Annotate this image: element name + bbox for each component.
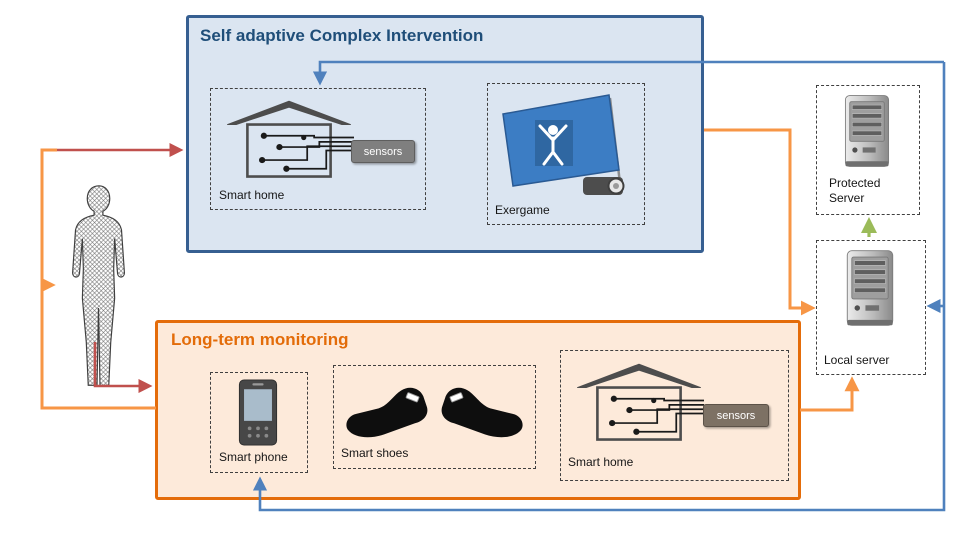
- smart-phone-label: Smart phone: [219, 450, 288, 464]
- monitoring-title: Long-term monitoring: [171, 330, 349, 349]
- smart-shoes-label: Smart shoes: [341, 446, 409, 460]
- exergame-icon: [497, 92, 637, 198]
- arrow-intervention-to-local-server: [704, 128, 816, 316]
- smart-shoes-icon: [341, 372, 528, 454]
- sensors-chip-monitoring-label: sensors: [716, 409, 756, 422]
- local-server-icon: [840, 248, 900, 328]
- protected-server-icon: [838, 93, 896, 169]
- arrow-monitoring-to-local-server: [800, 376, 860, 412]
- smart-home-monitoring-label: Smart home: [568, 455, 634, 469]
- sensors-chip-intervention: sensors: [351, 140, 415, 163]
- intervention-title: Self adaptive Complex Intervention: [200, 26, 484, 45]
- smart-home-intervention-icon: [224, 97, 354, 185]
- person-wireframe-icon: [55, 182, 143, 394]
- protected-server-label: Protected Server: [829, 176, 881, 205]
- local-server-label: Local server: [824, 353, 890, 367]
- smart-phone-icon: [236, 379, 280, 446]
- smart-home-intervention-label: Smart home: [219, 188, 285, 202]
- sensors-chip-monitoring: sensors: [703, 404, 769, 427]
- sensors-chip-intervention-label: sensors: [363, 145, 403, 158]
- exergame-label: Exergame: [495, 203, 550, 217]
- smart-home-monitoring-icon: [574, 360, 704, 448]
